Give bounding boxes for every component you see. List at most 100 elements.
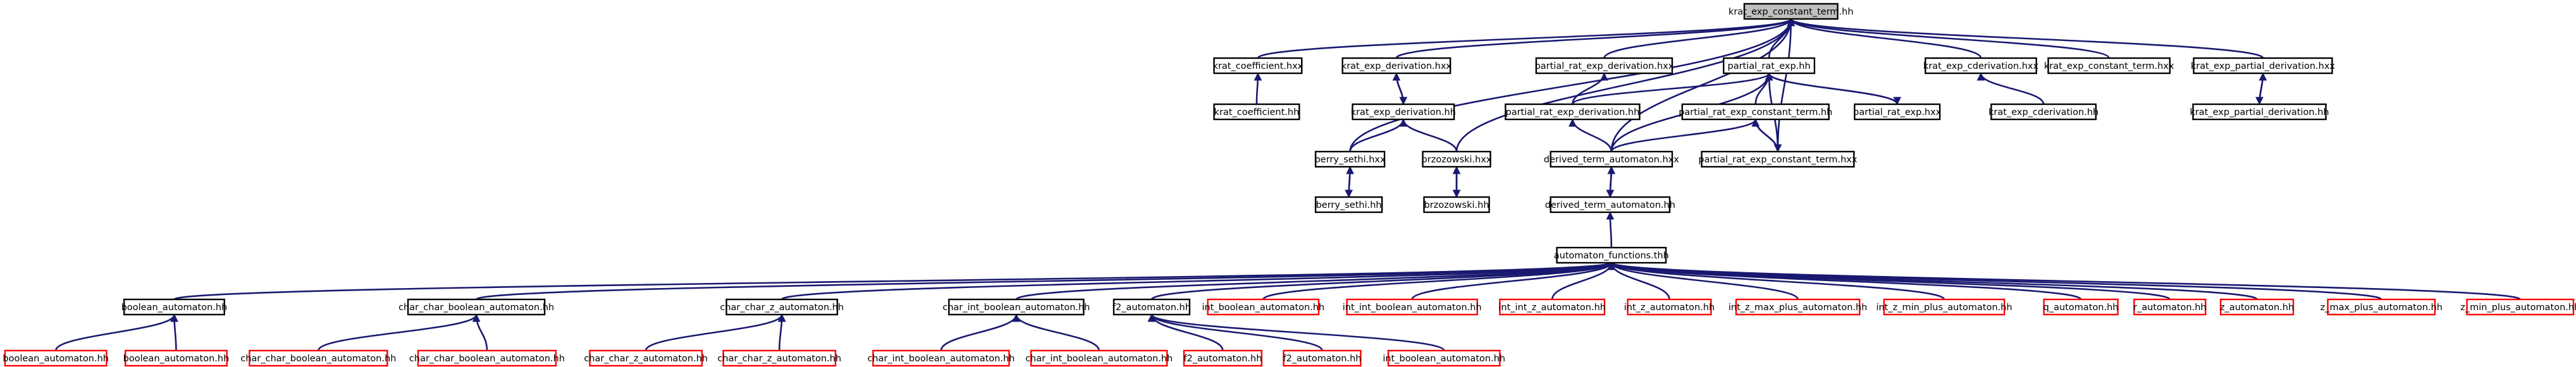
edge-kcderiv_hxx-to-root xyxy=(1787,18,1982,59)
edge-prconst_hxx-to-root xyxy=(1777,18,1796,152)
node-box xyxy=(1854,103,1941,121)
node-label: int_boolean_automaton.hh xyxy=(1202,303,1324,313)
node-box xyxy=(2466,298,2575,316)
graph-node[interactable]: int_boolean_automaton.hh xyxy=(1383,349,1505,367)
graph-node[interactable]: int_z_max_plus_automaton.hh xyxy=(1729,298,1867,316)
node-label: char_char_z_automaton.hh xyxy=(584,354,708,364)
graph-node[interactable]: krat_exp_derivation.hxx xyxy=(1341,57,1452,75)
node-label: f2_automaton.hh xyxy=(1183,354,1262,364)
graph-node[interactable]: f2_automaton.hh xyxy=(1183,349,1263,367)
graph-node[interactable]: z_min_plus_automaton.hh xyxy=(2460,298,2576,316)
edge-ccb_l2-to-ccb_hh xyxy=(472,313,488,351)
graph-node[interactable]: char_int_boolean_automaton.hh xyxy=(1025,349,1173,367)
graph-node[interactable]: krat_exp_partial_derivation.hxx xyxy=(2191,57,2336,75)
graph-node[interactable]: r_automaton.hh xyxy=(2133,298,2207,316)
graph-node[interactable]: q_automaton.hh xyxy=(2043,298,2119,316)
graph-node[interactable]: char_char_boolean_automaton.hh xyxy=(398,298,554,316)
graph-node[interactable]: char_char_boolean_automaton.hh xyxy=(409,349,565,367)
node-label: krat_exp_partial_derivation.hh xyxy=(2190,107,2329,117)
graph-node[interactable]: int_z_automaton.hh xyxy=(1624,298,1715,316)
graph-node[interactable]: partial_rat_exp.hh xyxy=(1723,57,1816,75)
graph-node[interactable]: char_char_z_automaton.hh xyxy=(717,349,841,367)
node-box xyxy=(1990,103,2097,121)
node-box xyxy=(123,298,225,316)
edge-cib_hh-to-af_thh xyxy=(1015,262,1615,301)
node-box xyxy=(1346,298,1478,316)
graph-node[interactable]: partial_rat_exp_constant_term.hh xyxy=(1679,103,1832,121)
graph-node[interactable]: partial_rat_exp_constant_term.hxx xyxy=(1698,150,1858,168)
node-label: krat_coefficient.hxx xyxy=(1213,61,1303,71)
graph-node[interactable]: krat_exp_constant_term.hxx xyxy=(2044,57,2174,75)
graph-node[interactable]: partial_rat_exp_derivation.hxx xyxy=(1535,57,1674,75)
graph-node[interactable]: partial_rat_exp.hxx xyxy=(1853,103,1942,121)
graph-node[interactable]: char_char_z_automaton.hh xyxy=(584,349,708,367)
node-box xyxy=(1681,103,1830,121)
graph-node[interactable]: boolean_automaton.hh xyxy=(121,298,228,316)
node-box xyxy=(1925,57,2037,75)
node-label: z_min_plus_automaton.hh xyxy=(2460,303,2576,313)
graph-node[interactable]: boolean_automaton.hh xyxy=(123,349,230,367)
node-box xyxy=(872,349,1010,367)
node-label: int_z_automaton.hh xyxy=(1624,303,1715,313)
graph-node[interactable]: char_char_boolean_automaton.hh xyxy=(240,349,396,367)
graph-node[interactable]: char_char_z_automaton.hh xyxy=(720,298,844,316)
graph-node[interactable]: boolean_automaton.hh xyxy=(3,349,109,367)
node-label: q_automaton.hh xyxy=(2043,303,2119,313)
node-label: int_z_min_plus_automaton.hh xyxy=(1876,303,2012,313)
edge-berry_hxx-to-berry_hh xyxy=(1345,166,1353,198)
edge-ccb_hh-to-af_thh xyxy=(475,262,1615,301)
node-box xyxy=(1112,298,1191,316)
node-label: krat_exp_constant_term.hh xyxy=(1729,7,1854,17)
edge-iib_hh-to-af_thh xyxy=(1411,262,1616,300)
graph-node[interactable]: int_int_z_automaton.hh xyxy=(1498,298,1606,316)
graph-node[interactable]: int_boolean_automaton.hh xyxy=(1202,298,1324,316)
graph-node[interactable]: char_int_boolean_automaton.hh xyxy=(867,349,1014,367)
graph-node[interactable]: krat_coefficient.hxx xyxy=(1213,57,1303,75)
node-box xyxy=(407,298,546,316)
node-box xyxy=(2219,298,2295,316)
node-box xyxy=(1556,246,1667,264)
node-label: krat_exp_partial_derivation.hxx xyxy=(2191,61,2336,71)
graph-node[interactable]: f2_automaton.hh xyxy=(1283,349,1362,367)
graph-node[interactable]: char_int_boolean_automaton.hh xyxy=(942,298,1090,316)
edge-ib_l-to-f2_hh xyxy=(1147,313,1445,352)
graph-node[interactable]: derived_term_automaton.hxx xyxy=(1544,150,1680,168)
edge-kexpder_hxx-to-root xyxy=(1395,18,1795,59)
node-box xyxy=(948,298,1085,316)
graph-node[interactable]: krat_coefficient.hh xyxy=(1213,103,1300,121)
node-box xyxy=(2327,298,2436,316)
edge-izminp_hh-to-af_thh xyxy=(1607,262,1945,301)
graph-node[interactable]: brzozowski.hh xyxy=(1423,196,1490,214)
graph-node[interactable]: brzozowski.hxx xyxy=(1422,150,1492,168)
graph-node[interactable]: krat_exp_cderivation.hxx xyxy=(1923,57,2039,75)
graph-node[interactable]: berry_sethi.hh xyxy=(1314,196,1383,214)
graph-node[interactable]: f2_automaton.hh xyxy=(1112,298,1191,316)
node-box xyxy=(1183,349,1263,367)
node-label: boolean_automaton.hh xyxy=(123,354,230,364)
graph-node[interactable]: derived_term_automaton.hh xyxy=(1545,196,1675,214)
edge-f2_l2-to-f2_hh xyxy=(1147,313,1323,351)
node-label: krat_coefficient.hh xyxy=(1214,107,1300,117)
edge-cib_l2-to-cib_hh xyxy=(1012,313,1100,351)
graph-node[interactable]: partial_rat_exp_derivation.hh xyxy=(1505,103,1641,121)
graph-node[interactable]: int_z_min_plus_automaton.hh xyxy=(1876,298,2012,316)
graph-node[interactable]: krat_exp_partial_derivation.hh xyxy=(2190,103,2329,121)
edge-af_thh-to-dta_hh xyxy=(1606,211,1615,248)
edge-cib_l1-to-cib_hh xyxy=(940,313,1021,351)
node-label: partial_rat_exp_derivation.hh xyxy=(1506,107,1640,117)
graph-node[interactable]: krat_exp_cderivation.hh xyxy=(1988,103,2098,121)
node-label: berry_sethi.hxx xyxy=(1315,155,1386,165)
graph-node[interactable]: int_int_boolean_automaton.hh xyxy=(1343,298,1482,316)
node-label: derived_term_automaton.hh xyxy=(1545,200,1675,210)
edge-ccb_l1-to-ccb_hh xyxy=(317,313,481,351)
node-box xyxy=(1030,349,1168,367)
graph-node[interactable]: krat_exp_derivation.hh xyxy=(1351,103,1456,121)
graph-node[interactable]: berry_sethi.hxx xyxy=(1315,150,1386,168)
node-label: char_int_boolean_automaton.hh xyxy=(942,303,1090,313)
graph-node[interactable]: z_automaton.hh xyxy=(2219,298,2295,316)
node-label: partial_rat_exp_constant_term.hxx xyxy=(1698,155,1858,165)
node-box xyxy=(2193,57,2333,75)
graph-node[interactable]: z_max_plus_automaton.hh xyxy=(2320,298,2443,316)
node-label: char_char_boolean_automaton.hh xyxy=(398,303,554,313)
graph-node[interactable]: automaton_functions.thh xyxy=(1554,246,1669,264)
